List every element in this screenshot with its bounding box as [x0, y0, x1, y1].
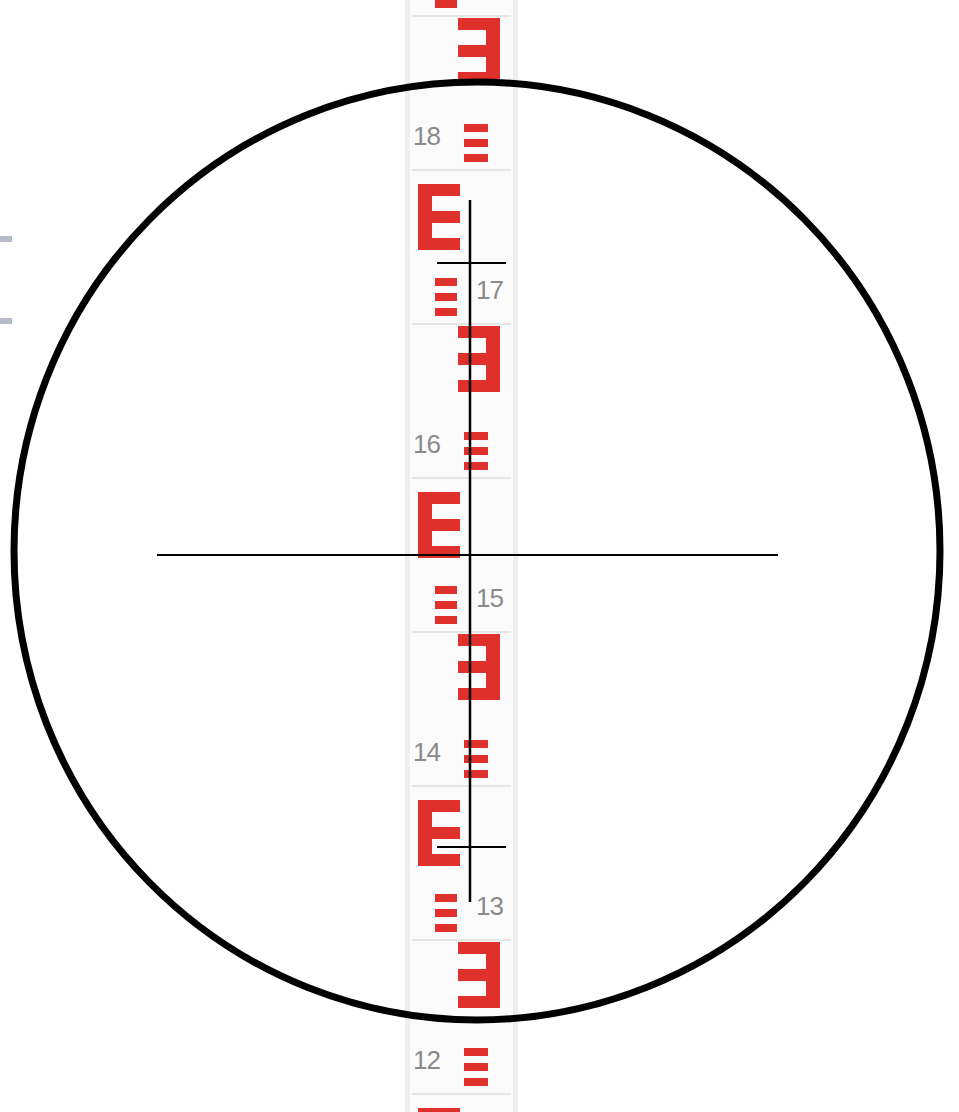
decimetre-line	[412, 1093, 511, 1094]
cm-dash	[435, 601, 457, 609]
e-mark	[458, 688, 500, 700]
e-mark	[458, 380, 500, 392]
e-mark	[418, 238, 460, 250]
vertical-crosshair	[469, 200, 472, 902]
cm-dash	[464, 432, 488, 440]
staff-number: 18	[413, 122, 440, 150]
cm-dash	[464, 770, 488, 778]
cm-dash	[464, 1063, 488, 1071]
staff-number: 12	[413, 1046, 440, 1074]
cm-dash	[464, 447, 488, 455]
edge-mark	[0, 318, 12, 324]
staff-number: 14	[413, 738, 440, 766]
staff-number: 16	[413, 430, 440, 458]
decimetre-line	[412, 631, 511, 632]
e-mark	[458, 326, 500, 338]
e-mark	[418, 827, 460, 839]
e-mark	[418, 546, 460, 558]
e-mark	[418, 519, 460, 531]
stadia-hair	[437, 262, 506, 264]
e-mark	[418, 184, 460, 196]
decimetre-line	[412, 939, 511, 940]
decimetre-line	[412, 477, 511, 478]
cm-dash	[435, 909, 457, 917]
cm-dash	[435, 278, 457, 286]
decimetre-line	[412, 15, 511, 16]
cm-dash	[435, 0, 457, 8]
cm-dash	[435, 616, 457, 624]
staff-number: 13	[476, 892, 503, 920]
cm-dash	[464, 1048, 488, 1056]
e-mark	[458, 45, 500, 57]
staff-number: 17	[476, 276, 503, 304]
e-mark	[458, 942, 500, 954]
e-mark	[418, 800, 460, 812]
e-mark	[458, 996, 500, 1008]
cm-dash	[464, 740, 488, 748]
cm-dash	[464, 139, 488, 147]
field-of-view	[14, 82, 940, 1020]
e-mark	[418, 211, 460, 223]
decimetre-line	[412, 785, 511, 786]
e-mark	[418, 492, 460, 504]
e-mark	[458, 661, 500, 673]
cm-dash	[464, 154, 488, 162]
cm-dash	[464, 755, 488, 763]
cm-dash	[435, 894, 457, 902]
cm-dash	[464, 462, 488, 470]
e-mark	[458, 353, 500, 365]
staff-number: 15	[476, 584, 503, 612]
e-mark	[458, 969, 500, 981]
cm-dash	[435, 924, 457, 932]
e-mark	[458, 634, 500, 646]
e-mark	[418, 1108, 460, 1112]
cm-dash	[435, 293, 457, 301]
stadia-hair	[437, 846, 506, 848]
cm-dash	[435, 308, 457, 316]
e-mark	[418, 854, 460, 866]
edge-mark	[0, 236, 12, 242]
decimetre-line	[412, 323, 511, 324]
cm-dash	[435, 586, 457, 594]
cm-dash	[464, 1078, 488, 1086]
horizontal-crosshair	[157, 554, 778, 556]
decimetre-line	[412, 169, 511, 170]
cm-dash	[464, 124, 488, 132]
e-mark	[458, 18, 500, 30]
